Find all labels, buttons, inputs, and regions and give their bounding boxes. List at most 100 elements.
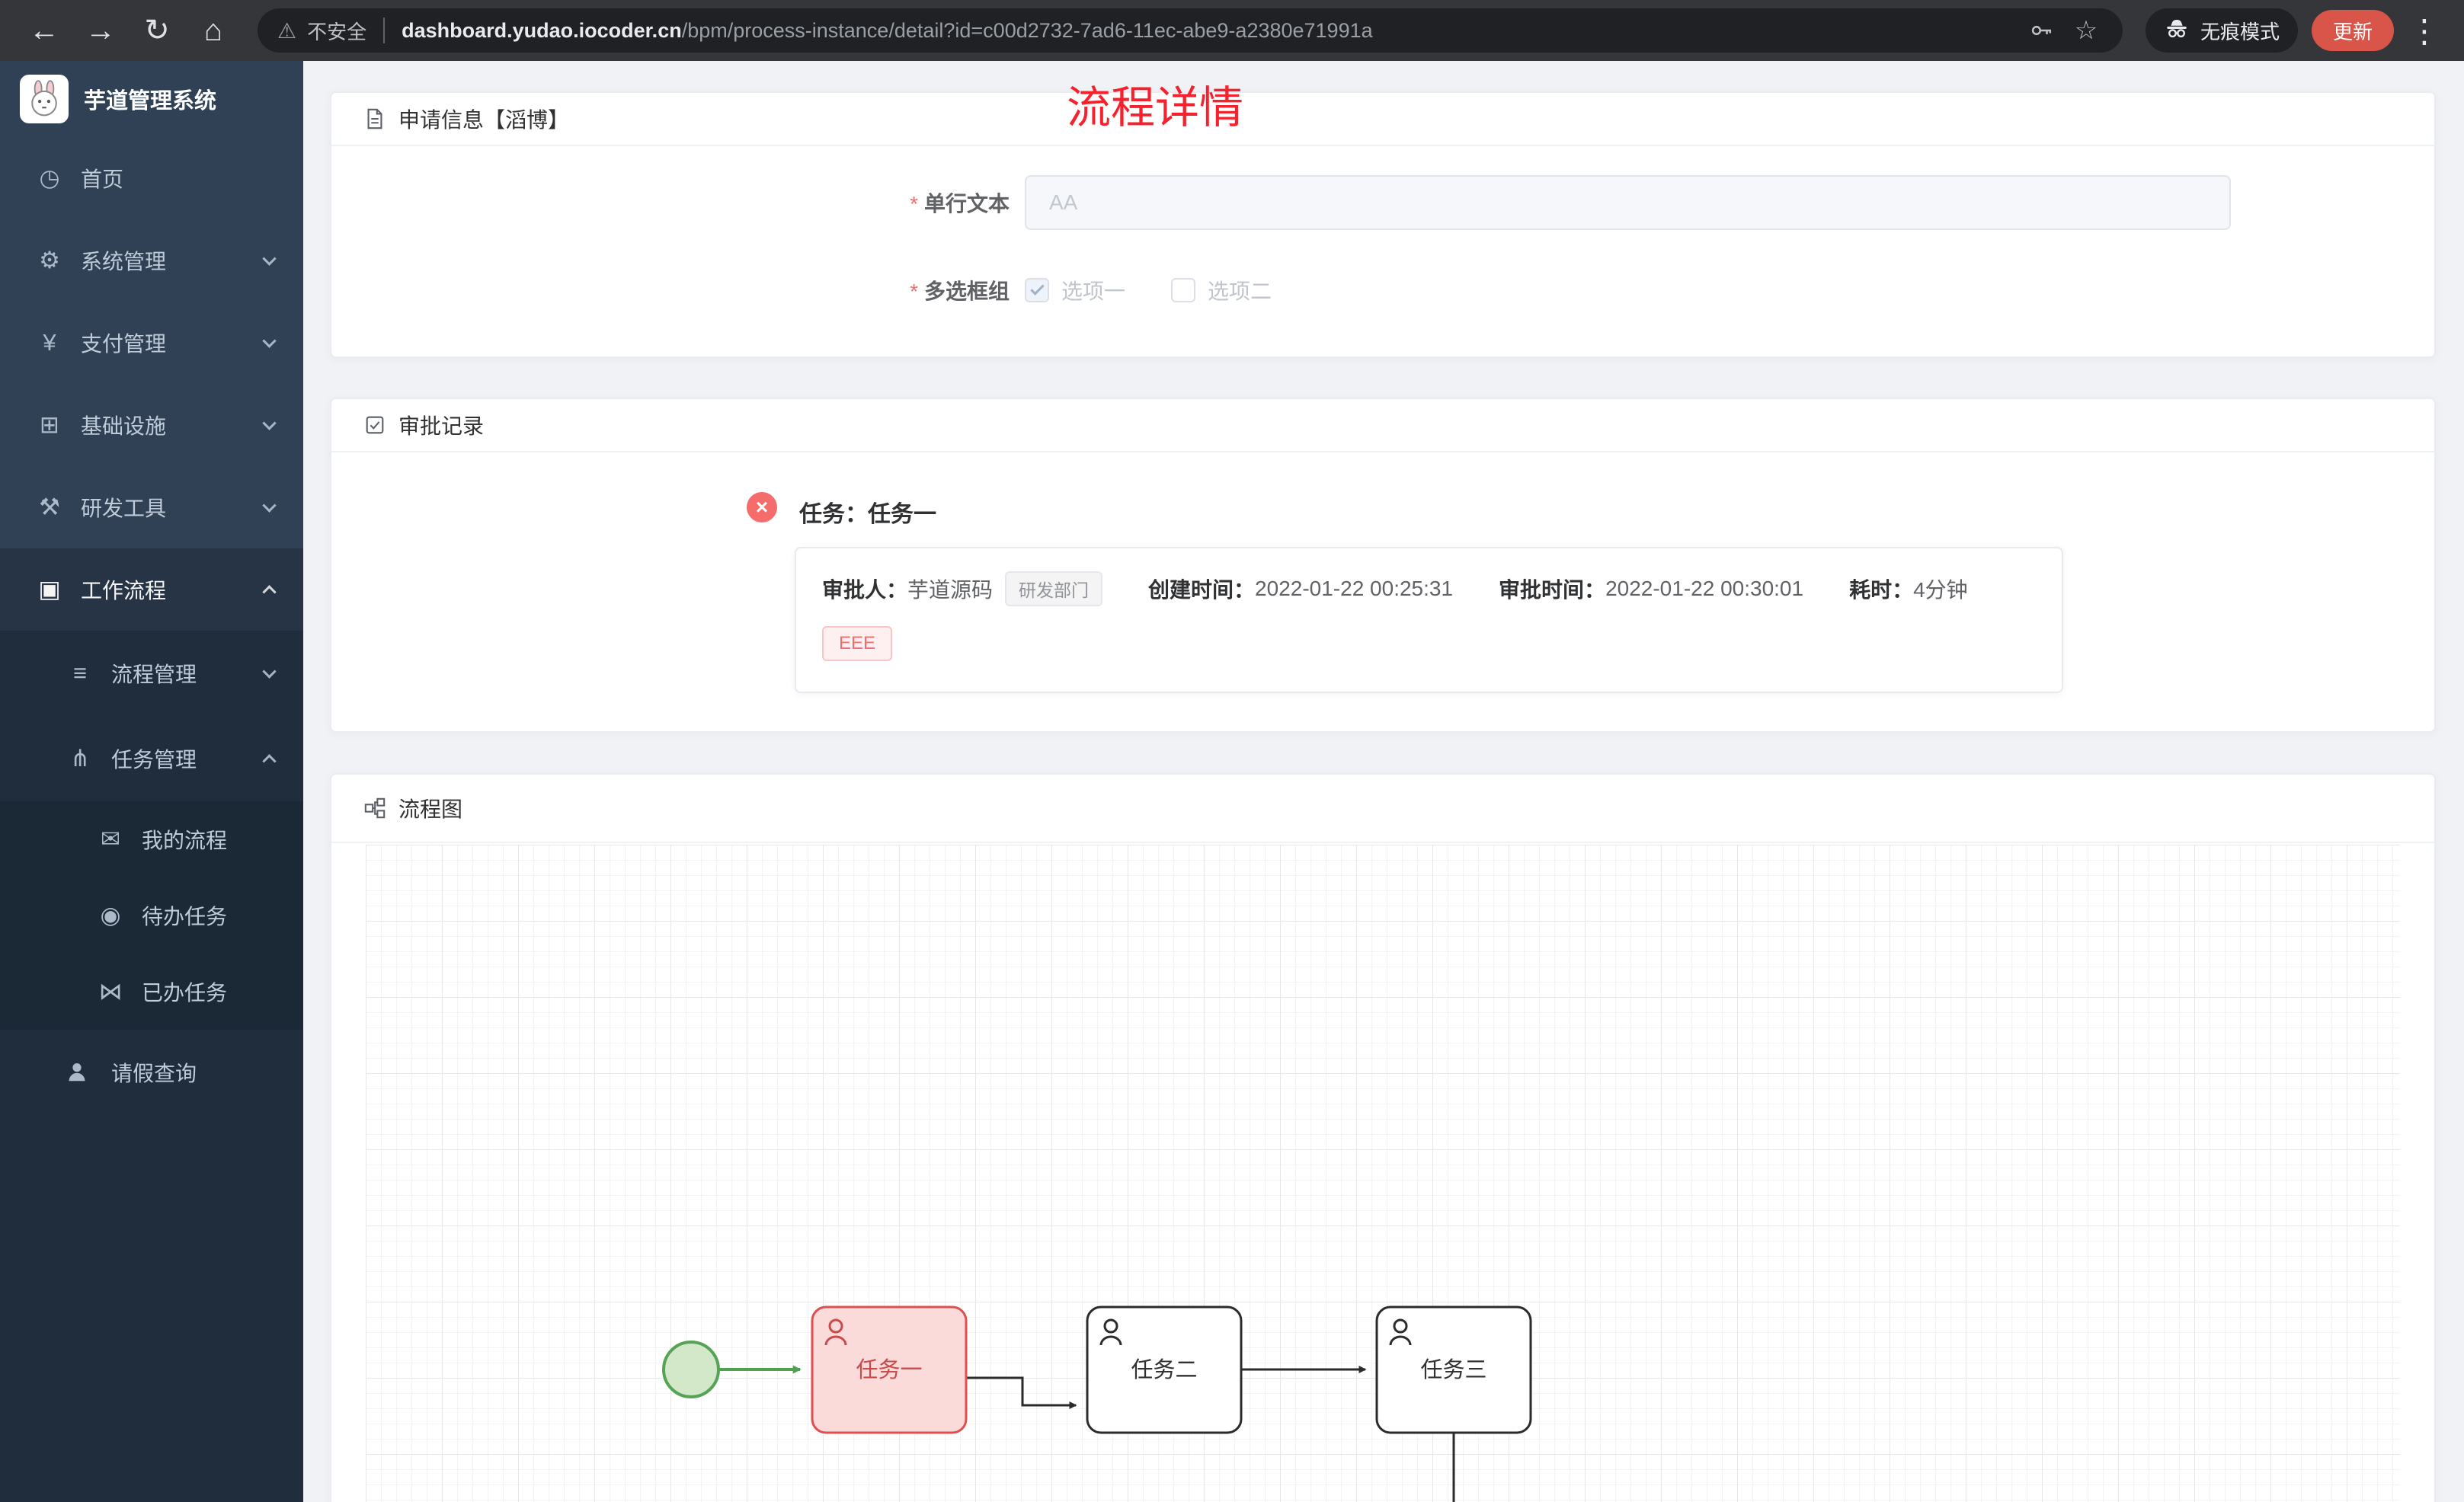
- sidebar-item-label: 我的流程: [142, 829, 228, 852]
- apply-info-card: 申请信息【滔博】 *单行文本 AA *多选框组 选项一 选项二: [330, 91, 2436, 358]
- approved-label: 审批时间：: [1499, 578, 1606, 602]
- diagram-icon: [363, 797, 386, 820]
- sidebar-item-task-management[interactable]: ⋔ 任务管理: [0, 716, 303, 801]
- sidebar-item-done-tasks[interactable]: ⋈ 已办任务: [0, 954, 303, 1030]
- dashboard-icon: ◷: [39, 165, 60, 191]
- task-label: 任务二: [1131, 1357, 1197, 1382]
- incognito-label: 无痕模式: [2200, 20, 2280, 43]
- duration-value: 4分钟: [1913, 578, 1968, 602]
- duration-label: 耗时：: [1849, 578, 1914, 602]
- task-title: 任务：任务一: [799, 502, 936, 527]
- chevron-down-icon: [262, 497, 277, 513]
- card-title: 流程图: [398, 797, 463, 821]
- user-icon: [824, 1318, 847, 1346]
- sidebar-item-payment[interactable]: ¥ 支付管理: [0, 302, 303, 384]
- flow-diagram-card: 流程图: [330, 773, 2436, 1502]
- field-label-text: 多选框组: [923, 280, 1010, 303]
- flow-edge-task1-task2: [966, 1376, 1077, 1409]
- branch-icon: ⋔: [70, 745, 90, 772]
- sidebar-item-todo-tasks[interactable]: ◉ 待办任务: [0, 877, 303, 954]
- incognito-badge: 无痕模式: [2145, 8, 2298, 53]
- sidebar-item-label: 已办任务: [142, 981, 228, 1005]
- done-icon: ⋈: [98, 978, 123, 1005]
- sidebar-item-devtools[interactable]: ⚒ 研发工具: [0, 466, 303, 548]
- list-icon: ≡: [72, 660, 88, 686]
- sidebar-item-system[interactable]: ⚙ 系统管理: [0, 219, 303, 302]
- home-button[interactable]: ⌂: [192, 9, 235, 52]
- sidebar-filler: [0, 1115, 303, 1502]
- address-bar[interactable]: ⚠ 不安全 dashboard.yudao.iocoder.cn/bpm/pro…: [258, 8, 2123, 53]
- browser-menu-button[interactable]: ⋮: [2408, 12, 2440, 49]
- app-title: 芋道管理系统: [84, 89, 217, 113]
- task-label: 任务三: [1420, 1357, 1486, 1382]
- checkbox-label: 选项一: [1061, 280, 1126, 303]
- start-event-node[interactable]: [662, 1341, 720, 1398]
- checkbox-label: 选项二: [1208, 280, 1272, 303]
- approval-detail-card: 审批人： 芋道源码 研发部门 创建时间： 2022-01-22 00:25:31…: [795, 547, 2063, 693]
- url-divider: [383, 18, 386, 43]
- checkbox-option-2[interactable]: 选项二: [1171, 275, 1272, 305]
- required-mark: *: [910, 280, 918, 303]
- warning-icon: ⚠: [277, 18, 297, 43]
- url-host: dashboard.yudao.iocoder.cn: [402, 18, 682, 42]
- approval-detail-row: 审批人： 芋道源码 研发部门 创建时间： 2022-01-22 00:25:31…: [822, 571, 2036, 606]
- comment-tag: EEE: [822, 626, 893, 661]
- created-label: 创建时间：: [1148, 578, 1256, 602]
- rabbit-logo-icon: [20, 75, 69, 123]
- forward-button[interactable]: →: [79, 9, 122, 52]
- url-text: dashboard.yudao.iocoder.cn/bpm/process-i…: [402, 19, 2014, 43]
- url-path: /bpm/process-instance/detail?id=c00d2732…: [681, 18, 1373, 42]
- star-icon[interactable]: ☆: [2074, 16, 2098, 45]
- infrastructure-icon: ⊞: [40, 411, 59, 438]
- field-label-text: 单行文本: [923, 192, 1010, 216]
- apply-card-header: 申请信息【滔博】: [331, 93, 2434, 146]
- sidebar-item-label: 请假查询: [111, 1062, 197, 1085]
- sidebar-item-home[interactable]: ◷ 首页: [0, 137, 303, 219]
- form-row-text: *单行文本 AA: [331, 175, 2434, 230]
- chevron-down-icon: [262, 663, 277, 679]
- main-content: 流程详情 申请信息【滔博】 *单行文本 AA *多选框组: [303, 61, 2464, 1502]
- sidebar-item-process-management[interactable]: ≡ 流程管理: [0, 631, 303, 716]
- chevron-up-icon: [262, 753, 277, 769]
- sidebar-item-label: 工作流程: [81, 579, 167, 602]
- app-logo[interactable]: 芋道管理系统: [0, 61, 303, 137]
- reload-button[interactable]: ↻: [136, 9, 178, 52]
- checkbox-option-1[interactable]: 选项一: [1025, 275, 1125, 305]
- checkbox-unchecked-icon: [1171, 278, 1196, 302]
- person-icon: [66, 1061, 94, 1084]
- task2-node[interactable]: 任务二: [1086, 1305, 1243, 1434]
- sidebar-item-infrastructure[interactable]: ⊞ 基础设施: [0, 384, 303, 466]
- sidebar-item-label: 系统管理: [81, 250, 167, 273]
- sidebar-item-label: 首页: [81, 168, 124, 191]
- browser-chrome: ← → ↻ ⌂ ⚠ 不安全 dashboard.yudao.iocoder.cn…: [0, 0, 2464, 61]
- checkbox-checked-icon: [1025, 278, 1049, 302]
- form-row-checkbox: *多选框组 选项一 选项二: [331, 262, 2434, 318]
- update-button[interactable]: 更新: [2311, 10, 2394, 51]
- single-line-text-input[interactable]: AA: [1025, 175, 2231, 230]
- sidebar-item-label: 支付管理: [81, 332, 167, 356]
- chevron-down-icon: [262, 415, 277, 430]
- approved-value: 2022-01-22 00:30:01: [1605, 577, 1804, 600]
- approver-label: 审批人：: [822, 578, 908, 602]
- records-card-header: 审批记录: [331, 399, 2434, 452]
- task1-node[interactable]: 任务一: [811, 1305, 968, 1434]
- approval-comment-row: EEE: [822, 626, 2036, 661]
- sidebar-item-label: 待办任务: [142, 905, 228, 928]
- task3-node[interactable]: 任务三: [1375, 1305, 1532, 1434]
- user-icon: [1099, 1318, 1122, 1346]
- sidebar-item-my-process[interactable]: ✉ 我的流程: [0, 801, 303, 877]
- back-button[interactable]: ←: [23, 9, 66, 52]
- field-label: *单行文本: [331, 187, 1025, 218]
- card-title: 审批记录: [398, 414, 485, 438]
- sidebar-item-leave-query[interactable]: 请假查询: [0, 1030, 303, 1115]
- created-value: 2022-01-22 00:25:31: [1255, 577, 1454, 600]
- document-icon: [363, 107, 386, 130]
- bpmn-diagram: 任务一 任务二: [662, 1305, 1532, 1502]
- gear-icon: ⚙: [39, 247, 60, 273]
- user-icon: [1389, 1318, 1412, 1346]
- field-label: *多选框组: [331, 275, 1025, 305]
- sidebar-item-workflow[interactable]: ▣ 工作流程: [0, 548, 303, 631]
- key-icon[interactable]: [2025, 14, 2059, 47]
- chevron-down-icon: [262, 251, 277, 266]
